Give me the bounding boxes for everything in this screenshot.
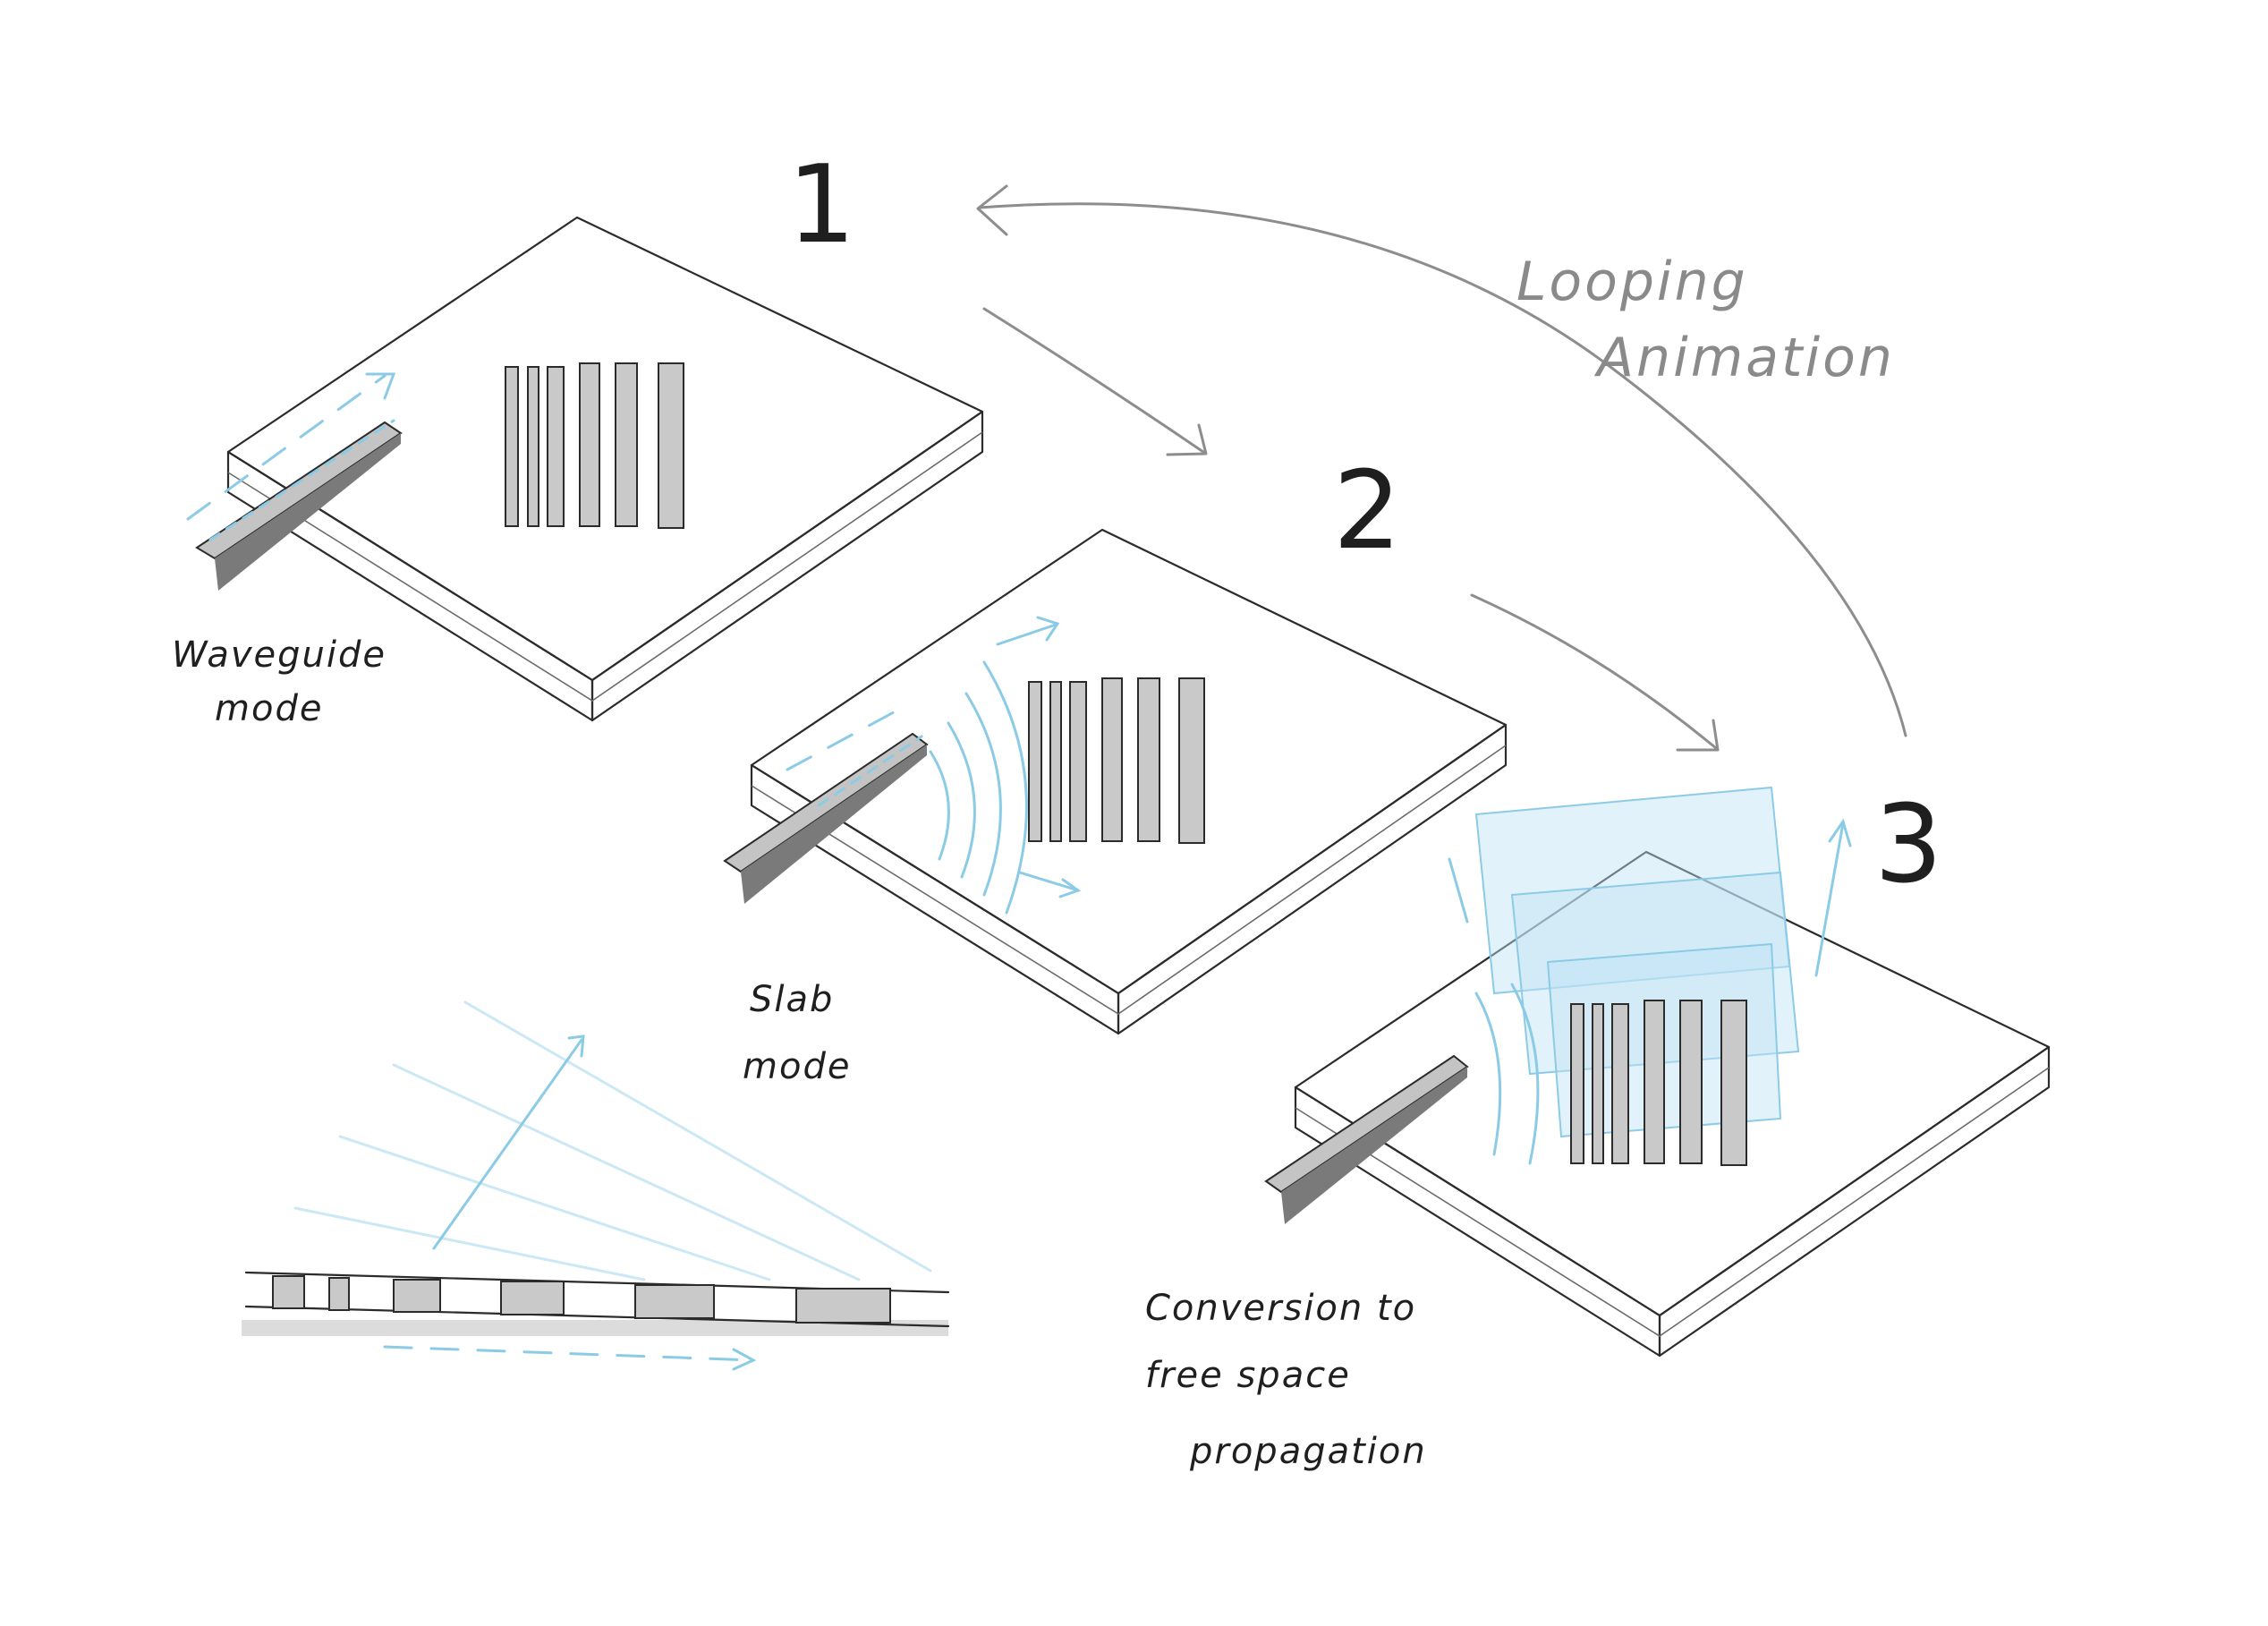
step-1-number: 1 bbox=[787, 143, 855, 268]
waveguide-3 bbox=[1266, 1056, 1467, 1224]
waveguide-1 bbox=[197, 421, 401, 591]
conversion-label-line1: Conversion to bbox=[1145, 1288, 1416, 1329]
free-space-planes bbox=[1476, 787, 1798, 1136]
step-2-number: 2 bbox=[1333, 449, 1401, 574]
conversion-label-line2: free space bbox=[1145, 1355, 1351, 1396]
slab-mode-label-line2: mode bbox=[743, 1046, 851, 1087]
loop-arrow-3-to-1 bbox=[978, 186, 1906, 736]
waveguide-mode-label-line2: mode bbox=[215, 688, 323, 729]
looping-label-line1: Looping bbox=[1516, 251, 1748, 313]
flow-arrow-1-to-2 bbox=[984, 309, 1206, 455]
step-3-number: 3 bbox=[1874, 783, 1942, 907]
flow-arrow-2-to-3 bbox=[1472, 595, 1718, 750]
grating-2 bbox=[1029, 678, 1204, 843]
looping-label-line2: Animation bbox=[1593, 327, 1895, 389]
slab-mode-label-line1: Slab bbox=[750, 979, 834, 1020]
chip-2 bbox=[725, 530, 1506, 1034]
conversion-label-line3: propagation bbox=[1189, 1431, 1427, 1472]
grating-1 bbox=[505, 363, 684, 528]
waveguide-mode-label-line1: Waveguide bbox=[172, 634, 386, 676]
waveguide-2 bbox=[725, 734, 927, 904]
